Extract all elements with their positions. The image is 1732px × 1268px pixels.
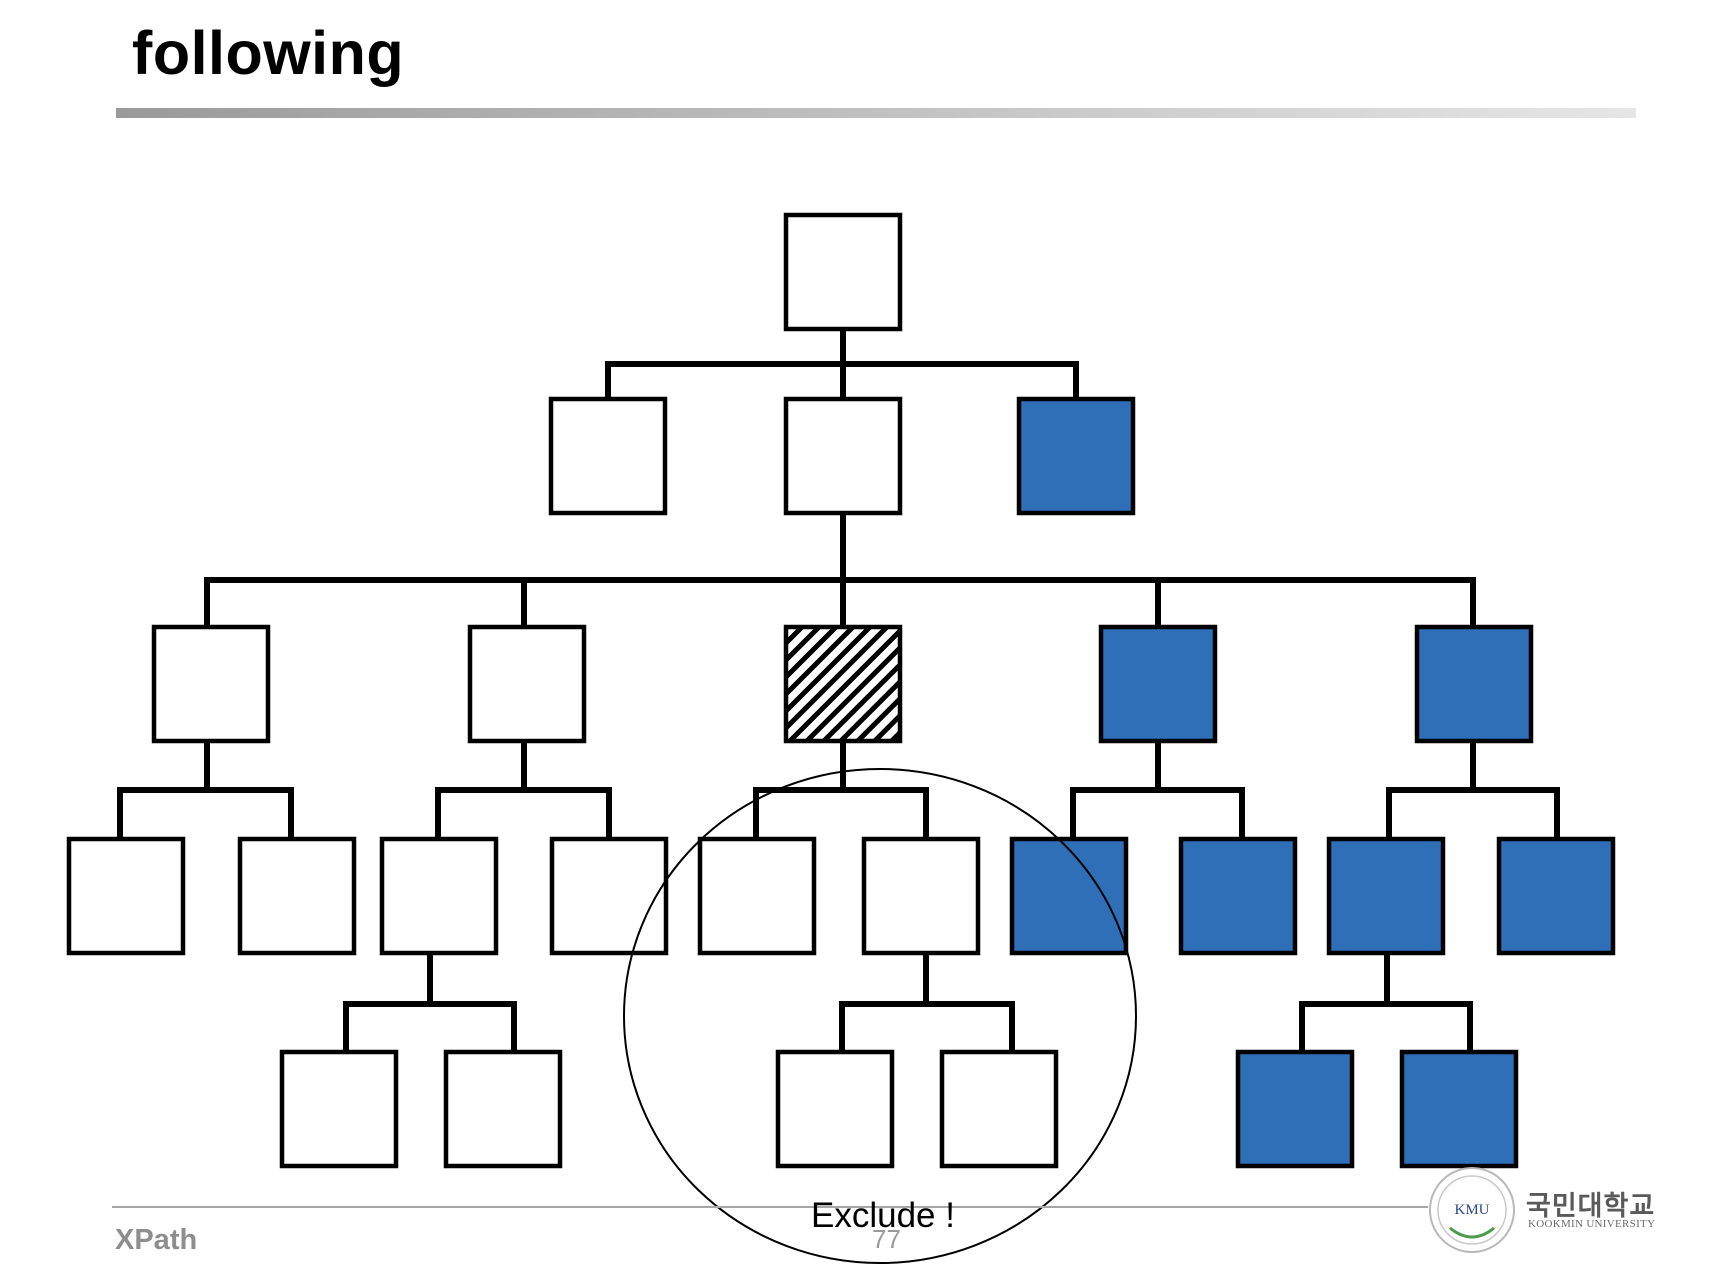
tree-node — [549, 836, 669, 956]
tree-node — [783, 212, 903, 332]
tree-node — [783, 396, 903, 516]
tree-node — [1326, 836, 1446, 956]
page-number: 77 — [872, 1224, 901, 1254]
tree-node — [775, 1049, 895, 1169]
tree-node — [1496, 836, 1616, 956]
tree-node — [151, 624, 271, 744]
tree-nodes — [66, 212, 1616, 1169]
tree-node — [1009, 836, 1129, 956]
tree-node — [279, 1049, 399, 1169]
university-name-korean: 국민대학교 — [1526, 1191, 1656, 1222]
tree-node — [1178, 836, 1298, 956]
tree-node — [783, 624, 903, 744]
tree-node — [467, 624, 587, 744]
tree-node — [66, 836, 186, 956]
tree-node — [1235, 1049, 1355, 1169]
tree-node — [1399, 1049, 1519, 1169]
tree-node — [939, 1049, 1059, 1169]
tree-node — [697, 836, 817, 956]
seal-text: KMU — [1454, 1202, 1489, 1218]
footer-topic: XPath — [115, 1224, 198, 1256]
university-name-english: KOOKMIN UNIVERSITY — [1528, 1218, 1656, 1230]
tree-node — [1098, 624, 1218, 744]
footer-divider — [112, 1206, 1428, 1208]
tree-node — [861, 836, 981, 956]
tree-node — [237, 836, 357, 956]
tree-edges — [117, 327, 1560, 1054]
exclude-circle — [623, 768, 1137, 1264]
tree-node — [443, 1049, 563, 1169]
exclude-annotation: Exclude ! — [811, 1196, 955, 1235]
slide-title: following — [132, 19, 405, 87]
tree-node — [548, 396, 668, 516]
university-seal-icon: KMU — [1429, 1167, 1515, 1253]
tree-node — [379, 836, 499, 956]
tree-node — [1414, 624, 1534, 744]
title-divider — [116, 108, 1636, 118]
tree-node — [1016, 396, 1136, 516]
